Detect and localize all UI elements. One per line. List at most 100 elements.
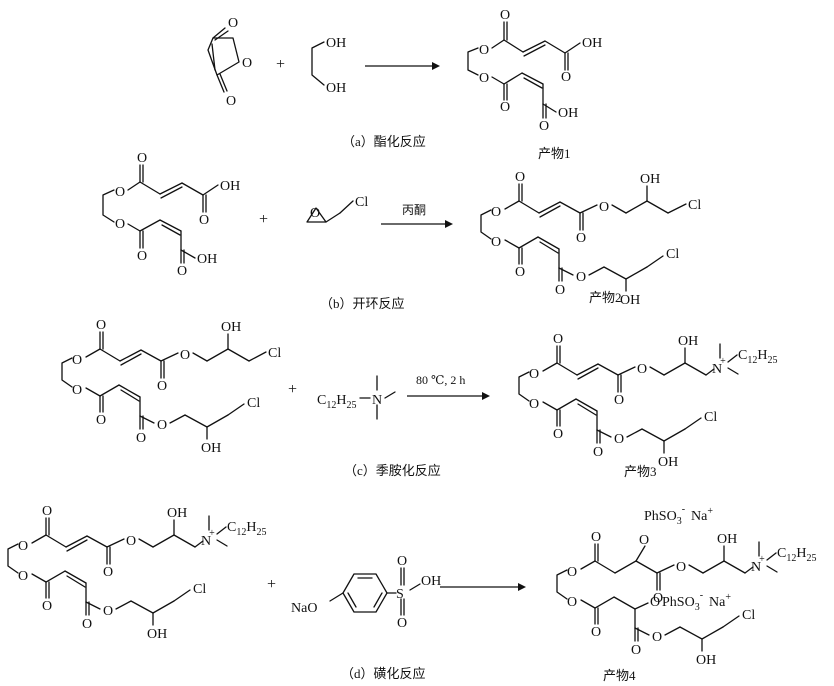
condition-acetone: 丙酮 [402,203,426,217]
atom-cl: Cl [355,195,368,210]
atom-o: O [576,231,586,246]
atom-o: O [553,332,563,347]
atom-o: O [228,16,238,31]
product-3-reactant: O O O O O OH N+ C12H25 O O O Cl OH [7,504,266,642]
atom-o: O [137,151,147,166]
atom-n-plus: N+ [201,528,215,549]
atom-o: O [591,625,601,640]
atom-o: O [515,265,525,280]
atom-o: O [103,565,113,580]
alkyl-c12h25: C12H25 [227,520,266,538]
alkyl-c12h25: C12H25 [777,546,816,564]
caption-d: （d）磺化反应 [341,666,426,681]
atom-oh: OH [678,334,698,349]
dodecyldimethylamine: C12H25 N [317,375,396,420]
atom-n-plus: N+ [712,356,726,377]
atom-o: O [637,362,647,377]
atom-o: O [72,353,82,368]
atom-o: O [18,539,28,554]
atom-o: O [126,534,136,549]
product-4-label: 产物4 [603,668,636,683]
atom-o: O [515,170,525,185]
caption-b: （b）开环反应 [320,296,405,311]
product-3-structure: O O O O O OH N+ C12H25 O O O Cl OH [518,332,777,470]
phenylsulfonate-anion: PhSO3-Na+ [644,504,713,527]
atom-cl: Cl [688,198,701,213]
reaction-arrow: 丙酮 [381,203,453,228]
atom-o: O [177,264,187,279]
atom-o: O [199,213,209,228]
alkyl-c12h25: C12H25 [738,348,777,366]
atom-o: O [103,604,113,619]
product-1-label: 产物1 [538,146,571,161]
atom-nao: NaO [291,601,317,616]
reaction-arrow [440,583,526,591]
product-2-structure: O O O O O OH Cl O O O Cl OH [480,170,701,308]
atom-o: O [42,504,52,519]
product-1-reactant: O O O OH O O OH O [102,151,240,279]
atom-oh: OH [620,293,640,308]
atom-oh: OH [221,320,241,335]
atom-oh: OH [201,441,221,456]
reaction-d: O O O O O OH N+ C12H25 O O O Cl OH + [7,504,816,683]
atom-oh: OH [582,36,602,51]
atom-o: O [42,599,52,614]
atom-oh: OH [421,574,441,589]
plus-sign: + [276,56,285,73]
reaction-b: O O O OH O O OH O + O Cl 丙酮 [102,151,701,311]
atom-oh: OH [640,172,660,187]
caption-a: （a）酯化反应 [342,134,426,149]
atom-o: O [631,643,641,658]
atom-o: O [500,8,510,23]
atom-cl: Cl [666,247,679,262]
product-4-structure: O O O O PhSO3-Na+ O O OH N+ C12H25 O PhS… [556,504,816,668]
atom-oh: OH [658,455,678,470]
atom-o: O [639,533,649,548]
atom-cl: Cl [268,346,281,361]
atom-o: O [561,70,571,85]
atom-o: O [676,560,686,575]
atom-o: O [137,249,147,264]
atom-o: O [576,270,586,285]
atom-o: O [310,206,320,221]
atom-o: O [500,100,510,115]
atom-oh: OH [558,106,578,121]
plus-sign: + [267,576,276,593]
atom-oh: OH [167,506,187,521]
atom-o: O [567,595,577,610]
reaction-c: O O O O O OH Cl O O O Cl OH + C12H25 N 8… [61,318,777,479]
atom-o: O [491,235,501,250]
atom-o: O [115,185,125,200]
atom-cl: Cl [247,396,260,411]
atom-o: O [555,283,565,298]
atom-o: O [650,595,660,610]
maleic-anhydride: O O O [207,16,252,109]
reaction-arrow: 80 ℃, 2 h [407,373,490,400]
atom-o: O [599,200,609,215]
atom-o: O [614,393,624,408]
epichlorohydrin: O Cl [306,195,368,223]
atom-o: O [136,431,146,446]
atom-cl: Cl [704,410,717,425]
atom-n: N [372,393,382,408]
atom-o: O [157,379,167,394]
atom-o: O [614,432,624,447]
alkyl-c12h25: C12H25 [317,393,356,411]
atom-o: O [591,530,601,545]
atom-o: O [96,318,106,333]
atom-o: O [242,56,252,71]
atom-oh: OH [717,532,737,547]
atom-o: O [72,383,82,398]
sodium-hydroxybenzenesulfonate: S O O OH NaO [291,554,441,631]
atom-o: O [652,630,662,645]
atom-cl: Cl [193,582,206,597]
product-1-structure: O O O OH O O OH O [467,8,602,134]
ethylene-glycol: OH OH [311,36,346,96]
atom-o: O [653,591,663,606]
atom-o: O [157,418,167,433]
atom-oh: OH [696,653,716,668]
atom-o: O [397,554,407,569]
atom-o: O [529,367,539,382]
